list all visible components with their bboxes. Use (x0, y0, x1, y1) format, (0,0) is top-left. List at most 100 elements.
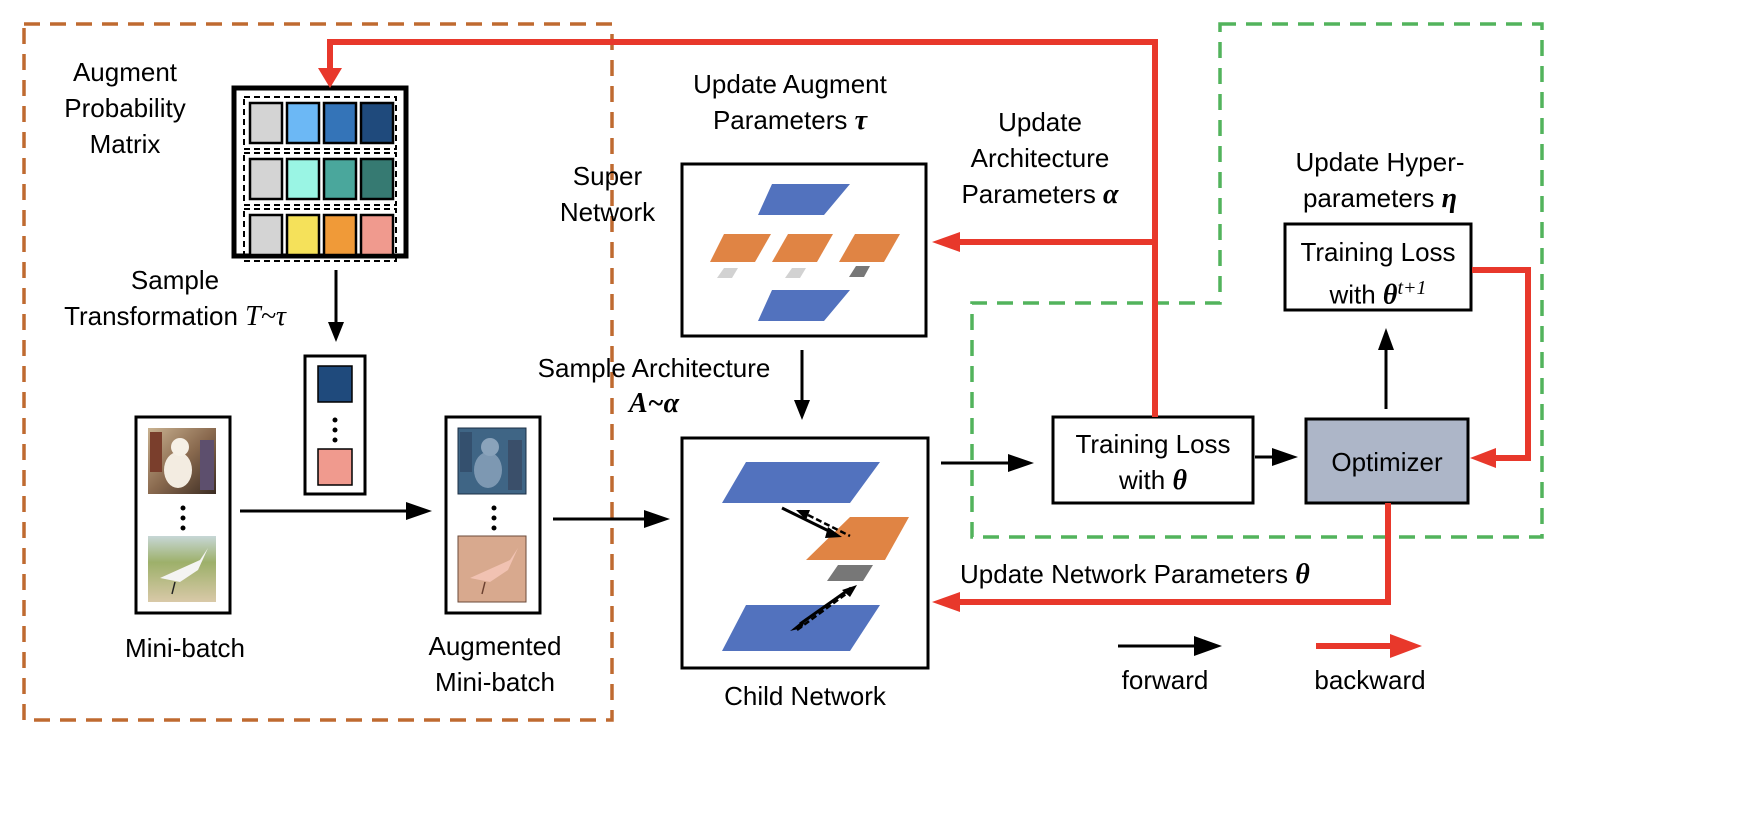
cat-image (148, 428, 216, 494)
augment-probability-matrix (231, 85, 409, 262)
update-architecture-math: α (1103, 179, 1119, 210)
child-forward-edge-2 (799, 586, 852, 626)
update-augment-label: Update Augment Parameters τ (670, 66, 910, 139)
legend-forward-arrowhead (1194, 636, 1222, 656)
sample-transformation-math: T~τ (245, 301, 286, 332)
child-op-weight (827, 565, 873, 581)
update-architecture-line-3: Parameters (961, 179, 1104, 209)
child-forward-edge-1 (781, 506, 836, 536)
augment-matrix-label-line-2: Probability (64, 93, 186, 123)
training-loss-next-line-1: Training Loss (1300, 237, 1456, 267)
legend (1118, 634, 1422, 658)
super-network-box (680, 162, 928, 338)
super-layer-top (758, 184, 850, 215)
augmented-cat-image (457, 427, 527, 495)
legend-backward-arrowhead (1390, 634, 1422, 658)
super-op-weight-2 (785, 268, 806, 278)
matrix-cell-r1-c1 (285, 157, 321, 201)
super-op-weight-1 (717, 268, 738, 278)
training-loss-next-math: θ (1382, 279, 1398, 311)
arrowhead-update-network (932, 592, 960, 612)
arrowhead-to-optimizer (1272, 448, 1298, 466)
sample-architecture-line-1: Sample Architecture (537, 353, 771, 383)
sampled-transform-first (317, 365, 353, 403)
augment-matrix-label: Augment Probability Matrix (50, 54, 200, 162)
matrix-cell-r0-c1 (285, 101, 321, 145)
matrix-cell-r0-c3 (359, 101, 395, 145)
augment-matrix-label-line-1: Augment (72, 57, 178, 87)
training-loss-line-1: Training Loss (1075, 429, 1231, 459)
super-op-2 (772, 234, 833, 262)
arrowhead-to-training-loss (1008, 454, 1034, 472)
matrix-cell-r2-c0 (248, 213, 284, 257)
update-architecture-line-1: Update (998, 107, 1082, 137)
child-backward-edge-2 (796, 589, 851, 632)
hyperparameter-region-box (970, 22, 1544, 539)
training-loss-box (1051, 415, 1255, 505)
arrowhead-to-child-network (644, 510, 670, 528)
update-network-text: Update Network Parameters (960, 559, 1296, 589)
matrix-cell-r1-c3 (359, 157, 395, 201)
update-hyper-line-1: Update Hyper- (1295, 147, 1465, 177)
super-op-3 (839, 234, 900, 262)
mini-batch-label: Mini-batch (125, 633, 245, 663)
optimizer-label: Optimizer (1331, 447, 1443, 477)
sample-architecture-math: A~α (628, 388, 680, 419)
super-layer-bottom (758, 290, 850, 321)
augmented-bird-image (457, 535, 527, 603)
update-hyper-math: η (1441, 183, 1458, 214)
training-loss-label: Training Loss with θ (1053, 426, 1253, 499)
sample-architecture-label: Sample Architecture A~α (524, 350, 784, 422)
augmentation-region-box (22, 22, 614, 722)
augmented-label-line-2: Mini-batch (435, 667, 555, 697)
child-backward-edge-1 (799, 509, 851, 538)
augment-matrix-label-line-3: Matrix (89, 129, 161, 159)
bird-image (148, 536, 216, 602)
update-augment-math: τ (854, 105, 868, 136)
update-hyper-label: Update Hyper- parameters η (1270, 144, 1490, 217)
super-op-weight-3 (849, 266, 870, 277)
super-network-line-1: Super (572, 161, 643, 191)
sample-transformation-line-2: Transformation (64, 301, 246, 331)
legend-backward-label: backward (1314, 665, 1426, 695)
matrix-cell-r1-c2 (322, 157, 358, 201)
update-architecture-label: Update Architecture Parameters α (940, 104, 1140, 213)
child-layer-top (722, 462, 880, 503)
training-loss-next-superscript: t+1 (1397, 277, 1427, 299)
matrix-cell-r2-c3 (359, 213, 395, 257)
arrowhead-sample-architecture (794, 400, 810, 420)
child-op (806, 517, 909, 560)
matrix-cell-r2-c1 (285, 213, 321, 257)
matrix-cell-r0-c0 (248, 101, 284, 145)
augmented-mini-batch-label: Augmented Mini-batch (410, 628, 580, 700)
training-loss-next-box (1283, 222, 1473, 312)
matrix-cell-r0-c2 (322, 101, 358, 145)
sample-transformation-line-1: Sample (130, 265, 220, 295)
arrowhead-augment (406, 502, 432, 520)
matrix-cell-r1-c0 (248, 157, 284, 201)
training-loss-next-label: Training Loss with θt+1 (1285, 234, 1471, 314)
training-loss-line-2: with (1118, 465, 1173, 495)
arrowhead-super-network (932, 232, 960, 252)
sampled-transform-last (317, 448, 353, 486)
child-network-label: Child Network (724, 681, 886, 711)
training-loss-next-line-2: with (1329, 279, 1383, 310)
legend-forward-label: forward (1121, 665, 1209, 695)
training-loss-math: θ (1172, 465, 1187, 496)
arrowhead-sample-transformation (328, 322, 344, 342)
backward-arrow-hypergradient (1472, 267, 1531, 461)
update-architecture-line-2: Architecture (970, 143, 1110, 173)
mini-batch-container (134, 415, 232, 615)
optimizer-box (1304, 417, 1470, 505)
update-network-math: θ (1295, 559, 1310, 590)
update-hyper-line-2: parameters (1302, 183, 1442, 213)
update-augment-line-1: Update Augment (693, 69, 887, 99)
super-network-label: Super Network (540, 158, 675, 230)
child-network-box (680, 436, 930, 670)
backward-arrow-to-augment-matrix (327, 39, 1158, 240)
sampled-transformations (303, 354, 367, 496)
sample-transformation-label: Sample Transformation T~τ (40, 262, 310, 335)
super-network-line-2: Network (559, 197, 656, 227)
update-augment-line-2: Parameters (712, 105, 855, 135)
